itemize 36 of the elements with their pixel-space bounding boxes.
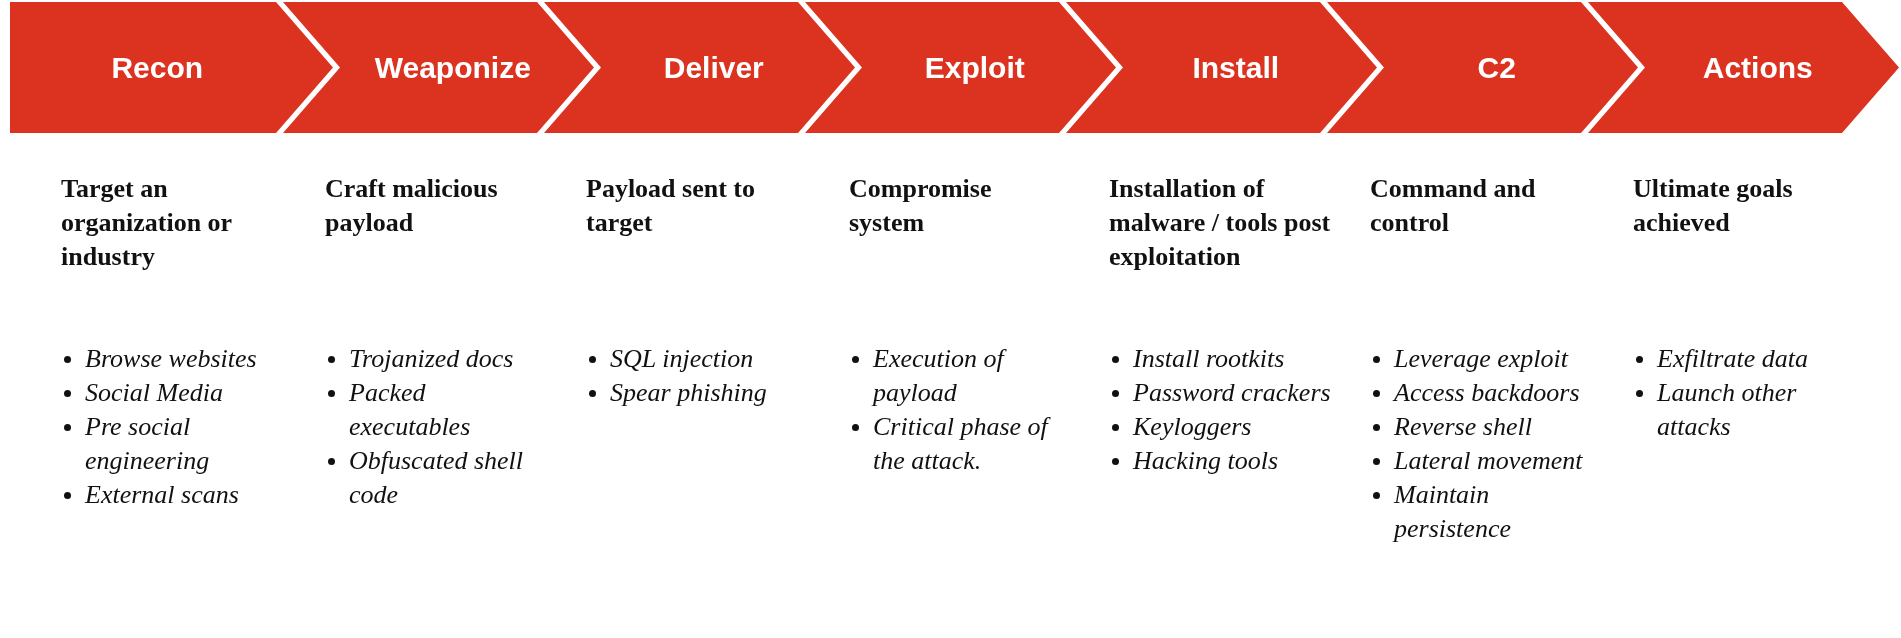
bullet-item: Access backdoors: [1394, 377, 1581, 409]
bullet-item: Pre social engineering: [85, 411, 211, 477]
bullet-item: Social Media: [85, 377, 224, 409]
step-label: Recon: [111, 50, 204, 85]
bullet-item: Obfuscated shell code: [349, 445, 525, 511]
step-label: Install: [1192, 50, 1280, 85]
step-label: Actions: [1702, 50, 1813, 85]
bullet-item: Reverse shell: [1394, 411, 1533, 443]
bullet-item: Install rootkits: [1133, 343, 1286, 375]
bullet-item: Execution of payload: [873, 342, 1071, 410]
column-heading: Craft malicious payload: [325, 173, 499, 239]
column-heading: Target an organization or industry: [61, 173, 233, 273]
bullet-item: Maintain persistence: [1394, 479, 1512, 545]
step-label: C2: [1477, 50, 1516, 85]
bullet-item: Password crackers: [1133, 377, 1331, 409]
bullet-item: Packed executables: [349, 377, 472, 443]
column-heading: Ultimate goals achieved: [1633, 173, 1794, 239]
column-heading: Payload sent to target: [586, 173, 756, 239]
bullet-item: Lateral movement: [1394, 445, 1584, 477]
bullet-item: Exfiltrate data: [1657, 343, 1809, 375]
column-heading: Command and control: [1370, 173, 1537, 239]
step-label: Weaponize: [374, 50, 531, 85]
bullet-item: Trojanized docs: [349, 343, 515, 375]
bullet-item: Spear phishing: [610, 377, 768, 409]
bullet-item: Browse websites: [85, 343, 258, 375]
column-heading: Compromise system: [849, 173, 993, 239]
bullet-item: External scans: [85, 479, 240, 511]
bullet-item: SQL injection: [610, 343, 755, 375]
bullet-item: Keyloggers: [1133, 411, 1253, 443]
bullet-item: Launch other attacks: [1657, 377, 1798, 443]
bullet-item: Leverage exploit: [1394, 343, 1570, 375]
bullet-item: Hacking tools: [1133, 445, 1280, 477]
column-heading: Installation of malware / tools post exploitation: [1109, 173, 1331, 273]
step-label: Exploit: [924, 50, 1025, 85]
bullet-item: Critical phase of the attack.: [873, 410, 1071, 478]
step-label: Deliver: [663, 50, 764, 85]
